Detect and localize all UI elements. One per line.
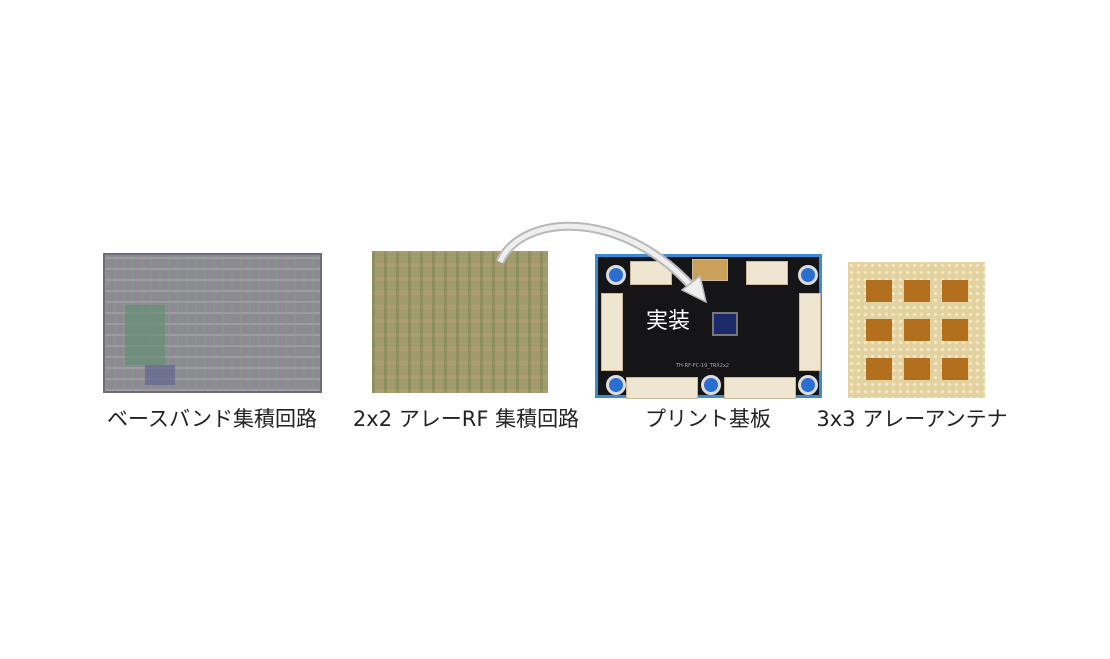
silkscreen-text: TH-RF-FC-19_TRX2x2: [676, 363, 730, 369]
antenna-array-image: [848, 262, 985, 398]
rf-ic-label: 2x2 アレーRF 集積回路: [352, 407, 580, 431]
rf-ic-mounted: [712, 312, 738, 336]
baseband-ic-image: [103, 253, 322, 393]
mount-label: 実装: [646, 309, 691, 334]
pcb-image: 実装 TH-RF-FC-19_TRX2x2: [595, 254, 822, 399]
pcb-label: プリント基板: [645, 407, 771, 431]
rf-ic-image: [372, 251, 548, 393]
antenna-label: 3x3 アレーアンテナ: [816, 407, 1008, 431]
baseband-ic-label: ベースバンド集積回路: [107, 407, 317, 431]
